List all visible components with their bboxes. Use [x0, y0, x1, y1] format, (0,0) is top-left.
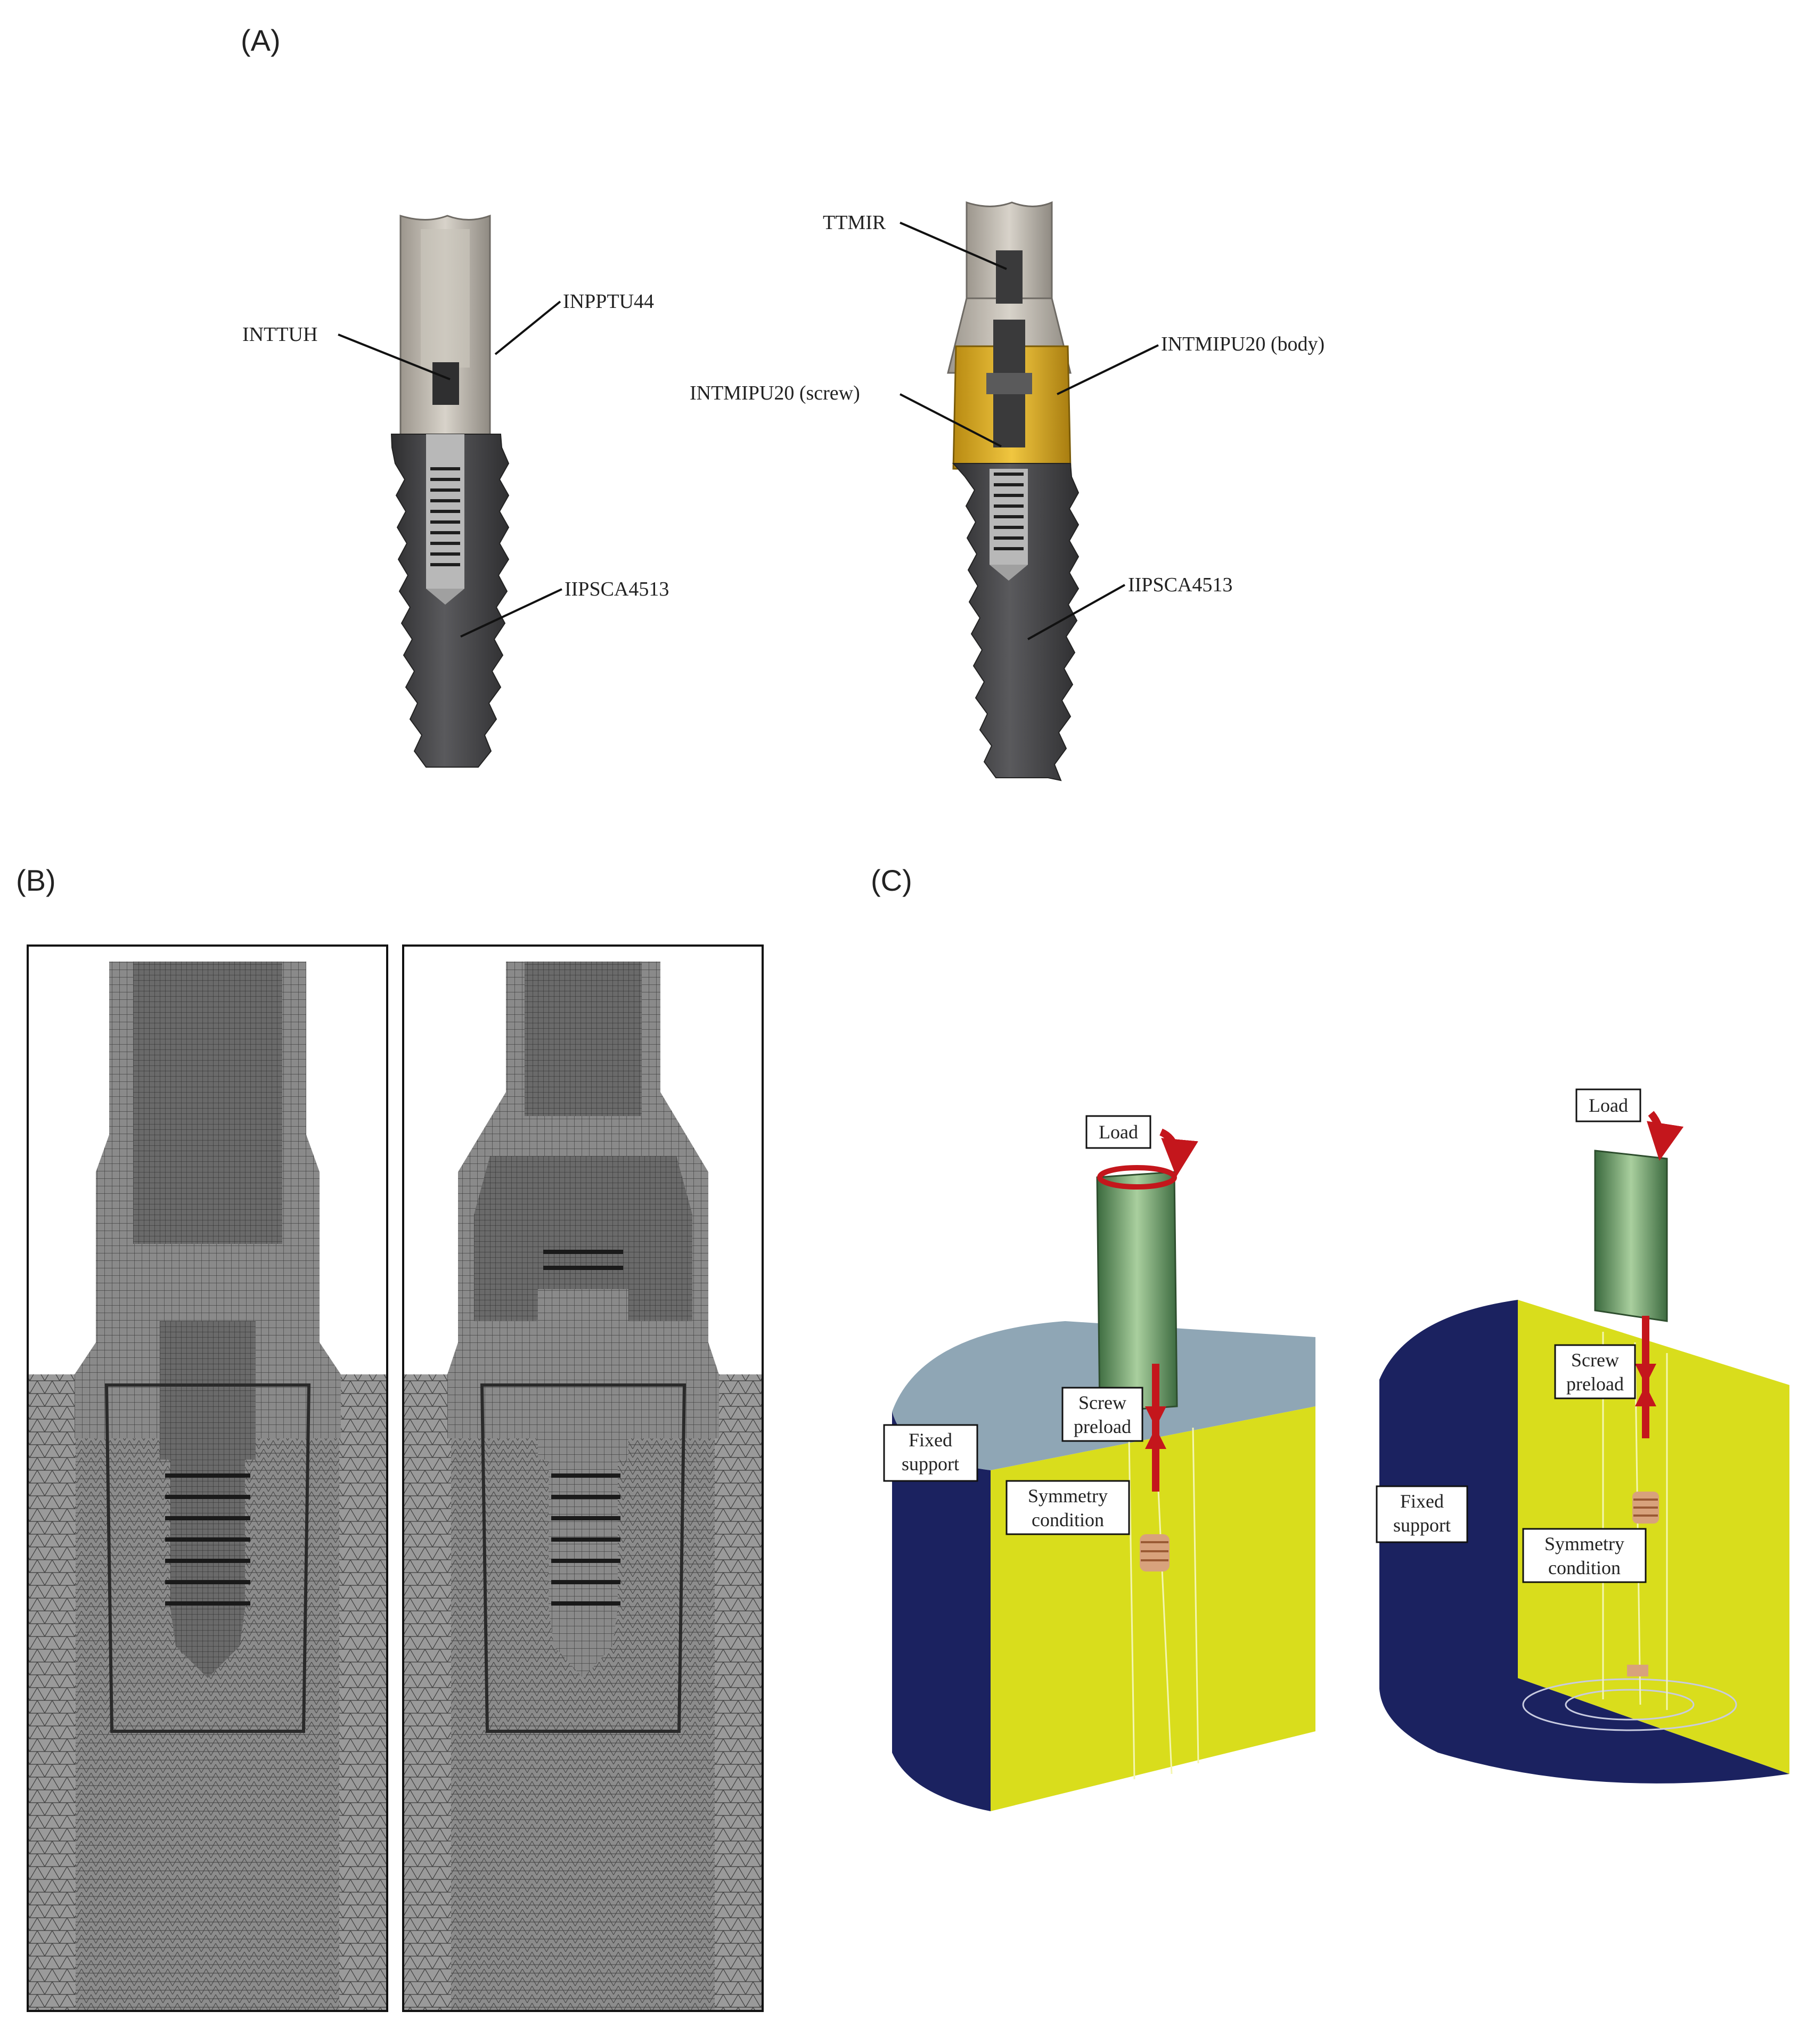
panel-a-right-callouts: TTMIR INTMIPU20 (body) INTMIPU20 (screw)…: [690, 211, 1325, 640]
panel-c-label: (C): [871, 864, 912, 897]
leader-ttmir: [900, 222, 1007, 270]
label-fixed-left-line2: support: [902, 1453, 959, 1475]
label-load-left-box: [1085, 1115, 1151, 1149]
abutment-top-rim-left: [1097, 1165, 1177, 1190]
callout-intmipu20-body: INTMIPU20 (body): [1161, 333, 1325, 355]
leader-iipsca-left: [460, 588, 562, 638]
screw-thread-copper-right: [1632, 1492, 1659, 1524]
symmetry-plane-right: [1518, 1300, 1789, 1774]
panel-a-left-callouts: INPPTU44 INTTUH IIPSCA4513: [242, 290, 669, 638]
label-load-right: Load: [1589, 1095, 1628, 1116]
abutment-green-right: [1594, 1150, 1668, 1322]
mesh-left-cortical-r: [339, 1374, 387, 2011]
abutment-inner-bore: [421, 229, 470, 368]
ttmir-core: [996, 250, 1023, 304]
load-arrow-right: [1647, 1111, 1684, 1161]
mesh-right-insert: [474, 1156, 692, 1321]
leader-intmipu20-body: [1057, 344, 1159, 395]
leader-iipsca-right: [1027, 584, 1125, 640]
mesh-left-threads: [165, 1473, 250, 1606]
mesh-right-screw: [538, 1289, 628, 1678]
label-symmetry-left-box: [1005, 1480, 1130, 1535]
cavity-tip-right: [990, 565, 1028, 581]
callout-iipsca-right: IIPSCA4513: [1128, 574, 1232, 596]
callout-inttuh: INTTUH: [242, 323, 317, 346]
label-fixed-right-box: [1376, 1485, 1468, 1543]
callout-intmipu20-screw: INTMIPU20 (screw): [690, 382, 860, 404]
screw-preload-left-arrow-up: [1145, 1428, 1166, 1449]
screw-tip-right: [1627, 1665, 1648, 1676]
mesh-left-implant-shell: [104, 1383, 311, 1733]
mesh-right: [402, 944, 764, 2012]
panel-a-left-model: [390, 214, 510, 768]
abutment-green-left: [1096, 1171, 1178, 1413]
bone-outer-wall-right: [1379, 1300, 1789, 1784]
screw-threads-right: [994, 473, 1024, 550]
label-preload-right-line2: preload: [1566, 1373, 1624, 1395]
mesh-right-bore: [525, 962, 642, 1116]
label-symmetry-left-line1: Symmetry: [1028, 1485, 1108, 1506]
mesh-right-cortical-l: [403, 1374, 451, 2011]
label-preload-right-box: [1554, 1344, 1636, 1399]
screw-preload-right-arrow-up: [1635, 1385, 1656, 1406]
load-arrow-left: [1159, 1128, 1198, 1177]
mesh-right-cortical-r: [715, 1374, 763, 2011]
panel-b-label: (B): [16, 864, 56, 897]
mesh-right-frame: [402, 944, 764, 2012]
fea-left-labels: Load Screw preload Fixed support Symmetr…: [883, 1115, 1151, 1535]
label-fixed-right-line2: support: [1393, 1514, 1451, 1536]
insert-screw-collar: [986, 373, 1032, 394]
label-fixed-left-line1: Fixed: [909, 1429, 952, 1451]
mesh-right-threads: [543, 1250, 623, 1606]
screw-preload-left-arrow-down: [1145, 1406, 1166, 1428]
mesh-right-implant-shell: [480, 1383, 686, 1733]
fea-model-right: [1379, 1111, 1789, 1784]
fea-right-labels: Load Screw preload Fixed support Symmetr…: [1376, 1088, 1647, 1583]
callout-inpptu44: INPPTU44: [563, 290, 654, 313]
mesh-left-screw: [160, 1321, 256, 1678]
leader-intmipu20-screw: [900, 393, 1002, 447]
label-load-left: Load: [1099, 1121, 1138, 1143]
screw-threads: [430, 467, 460, 566]
mesh-left: [27, 944, 388, 2012]
label-symmetry-right-line1: Symmetry: [1544, 1533, 1624, 1554]
label-symmetry-right-line2: condition: [1548, 1557, 1621, 1578]
label-fixed-left-box: [883, 1424, 978, 1482]
screw-thread-copper-left: [1140, 1534, 1170, 1571]
label-fixed-right-line1: Fixed: [1400, 1491, 1444, 1512]
label-preload-left-box: [1061, 1387, 1143, 1442]
mesh-left-frame: [27, 944, 388, 2012]
bottom-rings-right: [1522, 1678, 1737, 1731]
mesh-left-cortical-l: [28, 1374, 76, 2011]
label-preload-left-line1: Screw: [1078, 1392, 1126, 1413]
bone-outer-wall-left: [892, 1412, 991, 1811]
leader-inttuh: [338, 333, 451, 380]
label-symmetry-left-line2: condition: [1032, 1509, 1104, 1530]
cavity-tip: [426, 589, 464, 605]
label-load-right-box: [1575, 1088, 1641, 1122]
panel-a-right-model: [947, 201, 1080, 781]
mesh-left-bore: [133, 962, 282, 1244]
callout-ttmir: TTMIR: [823, 211, 886, 234]
callout-iipsca-left: IIPSCA4513: [565, 578, 669, 600]
inttuh-part: [432, 362, 459, 405]
implant-body-iipsca4513-right: [952, 463, 1080, 781]
label-preload-right-line1: Screw: [1571, 1349, 1619, 1371]
screw-preload-right-arrow-down: [1635, 1364, 1656, 1385]
leader-inpptu44: [494, 300, 561, 355]
label-symmetry-right-box: [1522, 1528, 1647, 1583]
panel-a-label: (A): [241, 23, 281, 57]
label-preload-left-line2: preload: [1074, 1416, 1131, 1437]
